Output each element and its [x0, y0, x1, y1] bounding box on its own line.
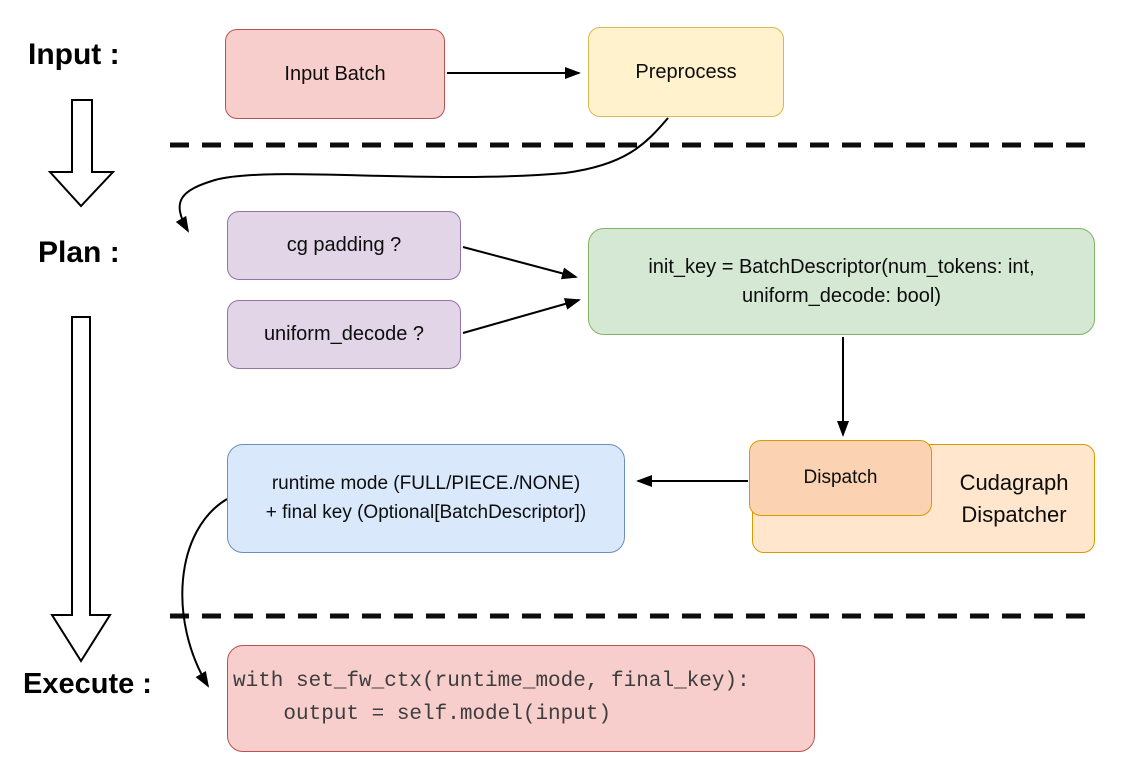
node-preprocess: Preprocess	[588, 27, 784, 117]
execute-code-line2: output = self.model(input)	[233, 702, 612, 726]
node-runtime-result: runtime mode (FULL/PIECE./NONE) + final …	[227, 444, 625, 553]
node-input-batch-label: Input Batch	[284, 62, 386, 85]
stage-label-plan: Plan :	[38, 236, 120, 269]
cudagraph-label-line2: Dispatcher	[961, 501, 1067, 527]
node-runtime-result-line1: runtime mode (FULL/PIECE./NONE)	[271, 473, 581, 494]
node-dispatch-label: Dispatch	[803, 467, 878, 489]
node-dispatch: Dispatch	[749, 440, 932, 516]
node-init-key: init_key = BatchDescriptor(num_tokens: i…	[588, 228, 1095, 335]
node-init-key-line2: uniform_decode: bool)	[741, 284, 941, 307]
plan-flow-arrow	[50, 316, 112, 663]
arrow-cgpadding-to-initkey	[462, 246, 578, 280]
node-uniform-decode: uniform_decode ?	[227, 300, 461, 369]
node-init-key-line1: init_key = BatchDescriptor(num_tokens: i…	[648, 255, 1035, 278]
input-flow-arrow	[47, 99, 116, 208]
curve-preprocess-to-cgpadding	[175, 117, 669, 233]
node-cg-padding-label: cg padding ?	[286, 234, 402, 256]
node-execute-code: with set_fw_ctx(runtime_mode, final_key)…	[227, 645, 815, 752]
node-cudagraph-dispatcher-label: Cudagraph Dispatcher	[933, 444, 1095, 553]
node-input-batch: Input Batch	[225, 29, 445, 119]
arrow-uniformdecode-to-initkey	[462, 298, 581, 334]
execute-code-line1: with set_fw_ctx(runtime_mode, final_key)…	[233, 669, 750, 693]
stage-label-execute: Execute :	[23, 668, 152, 700]
node-cg-padding: cg padding ?	[227, 211, 461, 280]
stage-label-input: Input :	[28, 38, 120, 71]
node-preprocess-label: Preprocess	[635, 60, 737, 83]
cudagraph-label-line1: Cudagraph	[959, 469, 1069, 495]
node-runtime-result-line2: + final key (Optional[BatchDescriptor])	[265, 501, 587, 523]
node-uniform-decode-label: uniform_decode ?	[263, 323, 425, 345]
curve-runtime-to-executecode	[181, 498, 228, 688]
